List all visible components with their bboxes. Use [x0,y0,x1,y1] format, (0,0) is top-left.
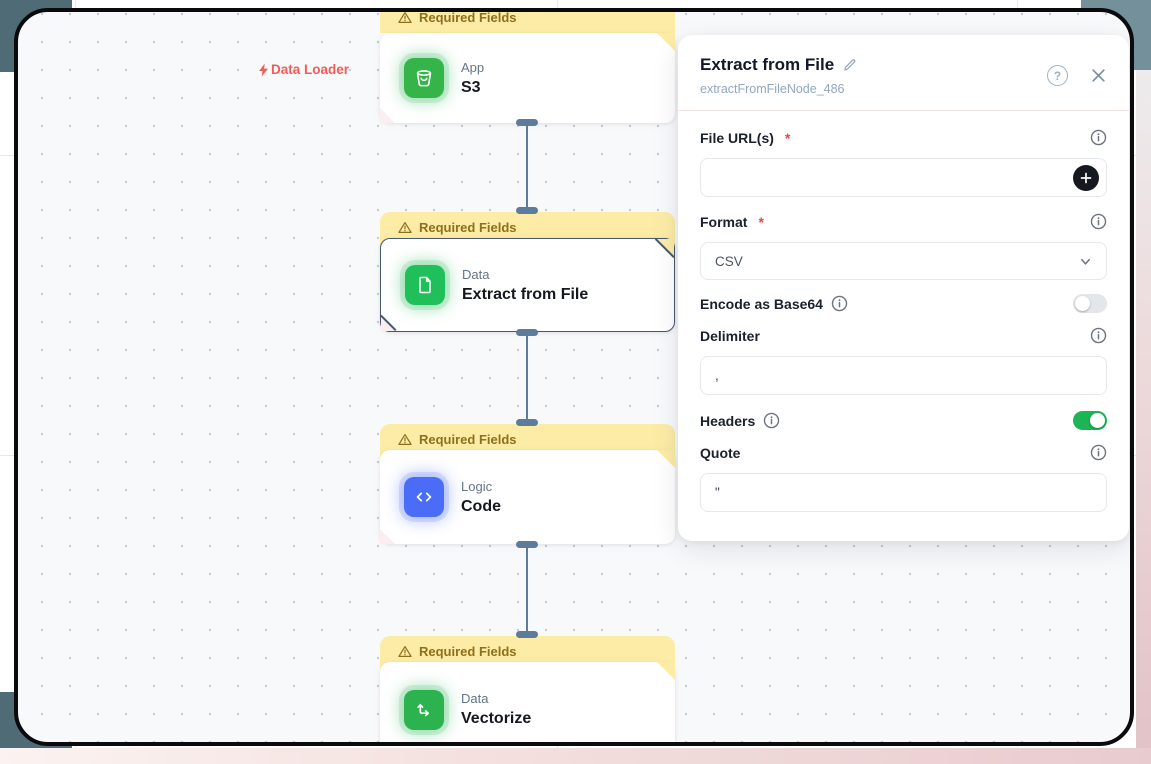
data-loader-node-label[interactable]: Data Loader [257,62,349,77]
file-urls-label: File URL(s) [700,129,774,146]
card-corner-notch [657,33,675,51]
headers-toggle[interactable] [1073,411,1107,430]
file-document-icon [405,265,445,305]
info-icon[interactable] [1090,129,1107,146]
encode-base64-label: Encode as Base64 [700,295,823,312]
delimiter-input-wrap [700,356,1107,395]
format-value: CSV [715,253,743,269]
node-title: Code [461,497,501,515]
panel-title: Extract from File [700,55,835,74]
warning-triangle-icon [398,221,412,233]
decor-strip-bottom [0,748,1151,764]
data-loader-label-text: Data Loader [271,62,350,77]
edge-connector [526,125,528,209]
workflow-canvas[interactable]: Data Loader Required Fields [18,12,1130,742]
node-card-s3[interactable]: App S3 [380,33,675,123]
node-text: Data Extract from File [462,267,588,304]
file-urls-field: File URL(s)* [700,129,1107,146]
info-icon[interactable] [831,295,848,312]
connection-port[interactable] [516,119,538,126]
chevron-down-icon [1081,258,1090,265]
required-fields-banner: Required Fields [380,12,675,33]
node-category: Data [461,691,489,706]
warning-triangle-icon [398,645,412,657]
node-category: Data [462,266,490,282]
card-corner-notch [380,529,395,544]
node-id-text: extractFromFileNode_486 [700,82,845,96]
card-corner-notch [657,450,675,468]
panel-header: Extract from File extractFromFileNode_48… [700,55,1107,96]
edge-connector [526,335,528,419]
edge-connector [526,547,528,631]
format-label: Format [700,213,748,230]
encode-base64-toggle[interactable] [1073,294,1107,313]
quote-input[interactable] [701,474,1106,511]
connection-port[interactable] [516,541,538,548]
headers-label: Headers [700,412,756,429]
add-url-button[interactable] [1073,165,1099,191]
connection-port[interactable] [516,329,538,336]
node-text: App S3 [461,60,484,97]
node-card-vectorize[interactable]: Data Vectorize [380,662,675,742]
file-urls-input[interactable] [701,159,1106,196]
connection-port[interactable] [516,631,538,638]
lightning-bolt-icon [259,63,268,76]
help-icon[interactable]: ? [1047,65,1068,86]
edit-pencil-icon[interactable] [842,57,858,73]
connection-port[interactable] [516,207,538,214]
warning-triangle-icon [398,12,412,23]
node-card-extract-from-file[interactable]: Data Extract from File [380,238,675,332]
s3-bucket-icon [404,58,444,98]
file-urls-input-wrap [700,158,1107,197]
node-category: App [461,59,485,75]
quote-label: Quote [700,444,741,461]
info-icon[interactable] [1090,327,1107,344]
node-card-code[interactable]: Logic Code [380,450,675,544]
format-select[interactable]: CSV [700,242,1107,280]
node-config-panel: Extract from File extractFromFileNode_48… [678,35,1129,541]
delimiter-label: Delimiter [700,327,760,344]
card-corner-notch [657,662,675,680]
panel-divider [678,110,1129,111]
warning-triangle-icon [398,433,412,445]
encode-base64-field: Encode as Base64 [700,294,1107,313]
node-category: Logic [461,478,493,494]
headers-field: Headers [700,411,1107,430]
connection-port[interactable] [516,419,538,426]
node-title: S3 [461,78,481,96]
node-text: Logic Code [461,479,501,516]
node-text: Data Vectorize [461,691,531,728]
card-corner-notch [380,108,395,123]
info-icon[interactable] [1090,213,1107,230]
decor-strip-right [1136,0,1151,764]
info-icon[interactable] [1090,444,1107,461]
info-icon[interactable] [763,412,780,429]
code-brackets-icon [404,477,444,517]
vectorize-arrow-icon [404,689,444,730]
delimiter-field: Delimiter [700,327,1107,344]
close-icon[interactable] [1090,67,1107,84]
delimiter-input[interactable] [701,357,1106,394]
format-field: Format* [700,213,1107,230]
node-title: Vectorize [461,710,532,727]
quote-field: Quote [700,444,1107,461]
node-title: Extract from File [462,285,589,303]
quote-input-wrap [700,473,1107,512]
screenshot-frame: Data Loader Required Fields [14,8,1134,746]
